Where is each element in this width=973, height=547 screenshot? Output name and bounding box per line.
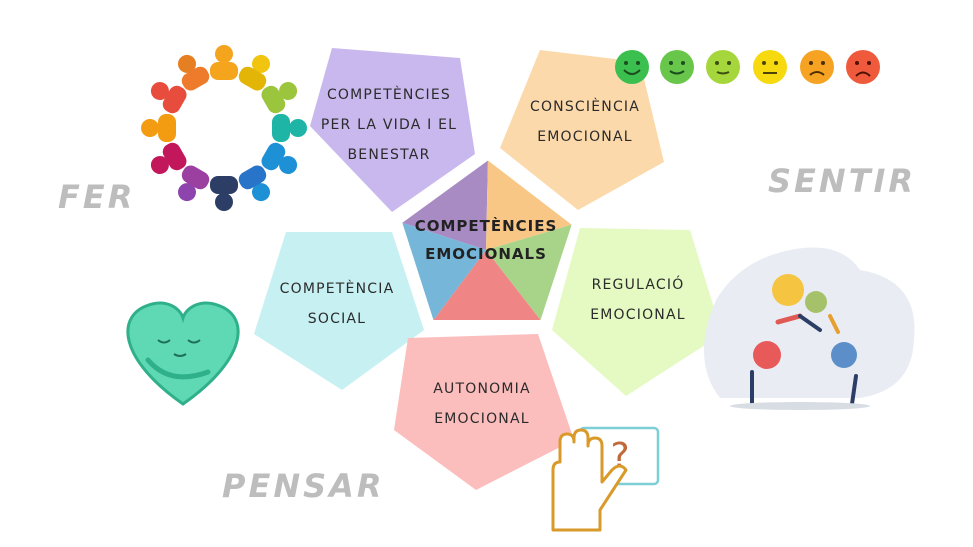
pentagon-regulation <box>552 228 722 396</box>
center-title-line1: COMPETÈNCIES <box>414 217 558 235</box>
label-line: EMOCIONAL <box>537 129 633 145</box>
pentagon-emotional-awareness <box>500 50 664 210</box>
label-line: COMPETÈNCIES <box>326 87 452 103</box>
emoji-scale-icon <box>615 50 880 84</box>
pentagon-social <box>254 232 424 390</box>
center-title: COMPETÈNCIES EMOCIONALS <box>396 212 576 268</box>
pentagon-autonomy <box>394 334 574 490</box>
emoji-happy-icon <box>660 50 694 84</box>
hand-question-icon: ? <box>551 426 660 532</box>
pentagon-life-wellbeing <box>310 48 475 212</box>
side-word-pensar: PENSAR <box>222 467 385 505</box>
center-slice-orange <box>486 158 574 250</box>
emoji-neutral-icon <box>753 50 787 84</box>
label-line: PER LA VIDA I EL <box>320 117 458 133</box>
center-slice-purple <box>400 158 488 250</box>
label-line: REGULACIÓ <box>591 277 685 293</box>
emoji-sad-icon <box>800 50 834 84</box>
label-line: EMOCIONAL <box>590 307 686 323</box>
label-autonomy: AUTONOMIA EMOCIONAL <box>402 374 562 434</box>
people-circle-icon <box>141 45 307 211</box>
emoji-very-happy-icon <box>615 50 649 84</box>
central-pentagon <box>397 155 577 324</box>
center-slice-blue <box>400 222 486 322</box>
center-slice-green <box>486 224 574 322</box>
label-line: AUTONOMIA <box>433 381 531 397</box>
label-social: COMPETÈNCIA SOCIAL <box>258 274 416 334</box>
label-line: SOCIAL <box>307 311 367 327</box>
label-life-wellbeing: COMPETÈNCIES PER LA VIDA I EL BENESTAR <box>300 80 478 170</box>
center-title-line2: EMOCIONALS <box>425 245 547 263</box>
hugging-heart-icon <box>126 301 240 406</box>
center-slice-pink <box>432 250 542 322</box>
label-emotional-awareness: CONSCIÈNCIA EMOCIONAL <box>506 92 664 152</box>
label-line: COMPETÈNCIA <box>279 281 395 297</box>
label-line: CONSCIÈNCIA <box>529 99 641 115</box>
label-regulation: REGULACIÓ EMOCIONAL <box>560 270 716 330</box>
side-word-sentir: SENTIR <box>768 162 916 200</box>
emoji-slight-smile-icon <box>706 50 740 84</box>
emotion-juggling-illustration <box>703 247 915 410</box>
side-word-fer: FER <box>58 178 135 216</box>
emoji-very-sad-icon <box>846 50 880 84</box>
label-line: BENESTAR <box>347 147 431 163</box>
label-line: EMOCIONAL <box>434 411 530 427</box>
